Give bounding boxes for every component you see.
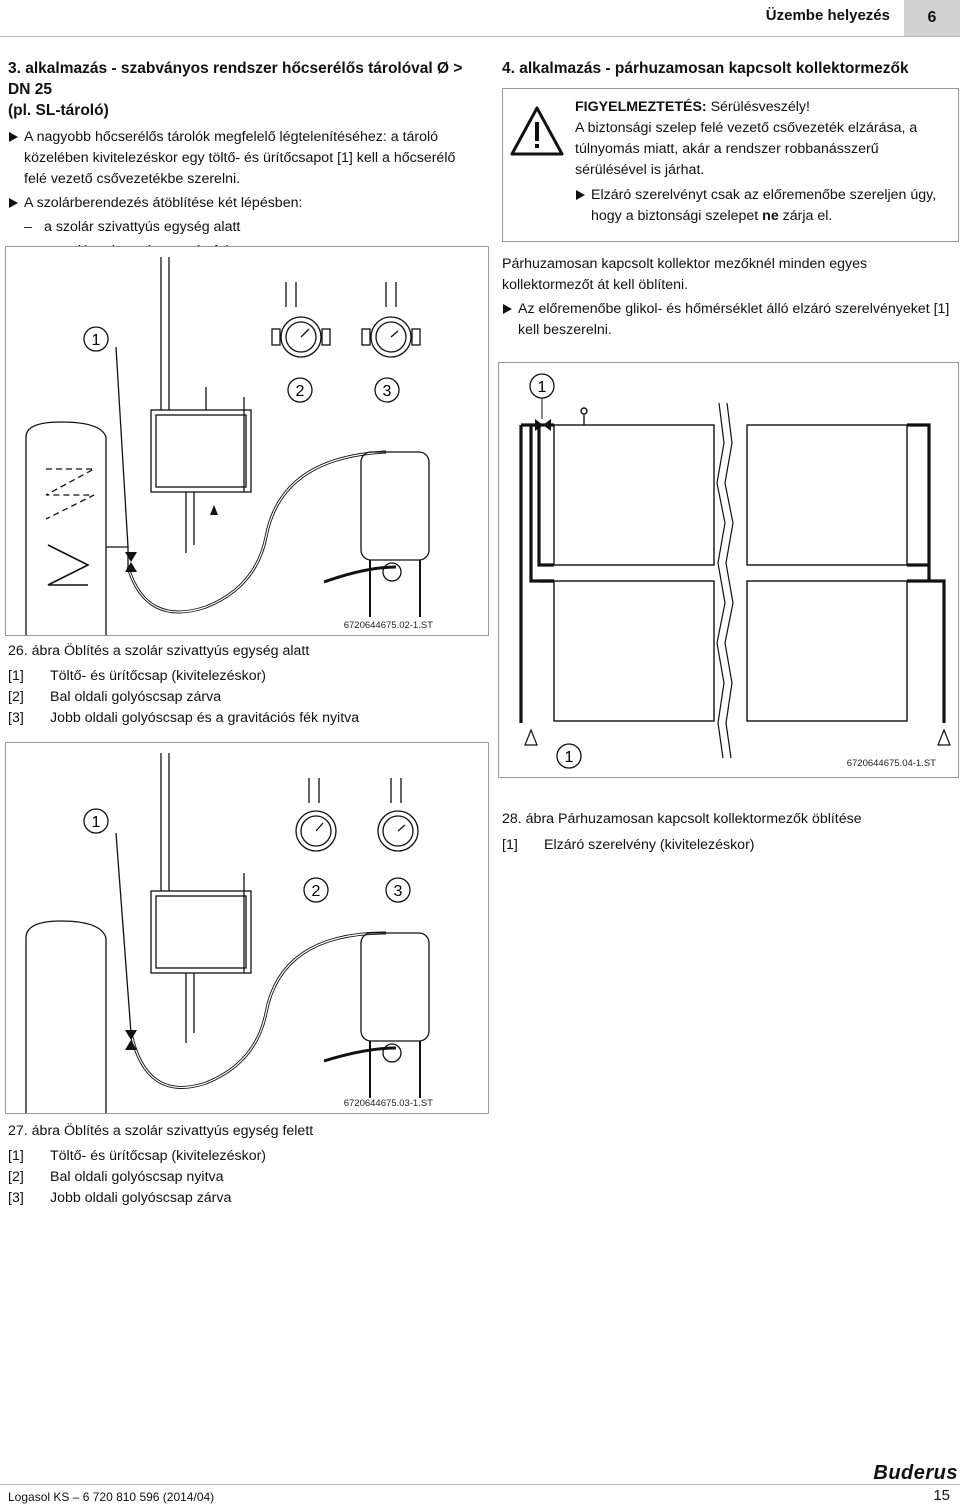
callout-bottom-circle (556, 743, 582, 769)
figure-27-caption: 27. ábra Öblítés a szolár szivattyús egy… (8, 1121, 313, 1142)
figure-26-title: Öblítés a szolár szivattyús egység alatt (64, 643, 310, 659)
legend-item: [2]Bal oldali golyóscsap zárva (8, 689, 222, 705)
bullet-deaeration: A nagyobb hőcserélős tárolók megfelelő l… (8, 127, 478, 190)
callout-bottom: 1 (565, 749, 574, 766)
right-body: Párhuzamosan kapcsolt kollektor mezőknél… (502, 254, 957, 341)
callout-2-circle (303, 877, 329, 903)
application-4-heading: 4. alkalmazás - párhuzamosan kapcsolt ko… (502, 60, 909, 77)
parallel-collector-fields-diagram: 1 1 (519, 373, 951, 769)
figure-26: 1 2 3 6720644675.02-1.ST (5, 246, 489, 636)
callout-3-circle (374, 377, 400, 403)
callout-3: 3 (394, 883, 403, 900)
figure-28: 1 1 6720644675.04-1.ST (498, 362, 959, 778)
callout-1: 1 (92, 332, 101, 349)
figure-26-legend: [1]Töltő- és ürítőcsap (kivitelezéskor) … (8, 666, 478, 729)
application-3-heading: 3. alkalmazás - szabványos rendszer hőcs… (8, 60, 463, 119)
legend-item: [2]Bal oldali golyóscsap nyitva (8, 1169, 224, 1185)
legend-item: [1]Elzáró szerelvény (kivitelezéskor) (502, 837, 755, 853)
figure-28-title: Párhuzamosan kapcsolt kollektormezők öbl… (558, 811, 862, 827)
legend-item: [1]Töltő- és ürítőcsap (kivitelezéskor) (8, 668, 267, 684)
buderus-logo: Buderus (873, 1462, 958, 1484)
figure-28-code: 6720644675.04-1.ST (846, 758, 936, 769)
callout-1: 1 (92, 814, 101, 831)
chapter-number-box: 6 (904, 0, 960, 36)
figure-27-number: 27. ábra (8, 1123, 61, 1139)
dash-below-pump: a szolár szivattyús egység alatt (8, 217, 478, 238)
bullet-shutoff-valves: Az előremenőbe glikol- és hőmérséklet ál… (502, 299, 957, 341)
callout-2: 2 (312, 883, 321, 900)
figure-28-caption: 28. ábra Párhuzamosan kapcsolt kollektor… (502, 809, 862, 830)
figure-27-legend: [1]Töltő- és ürítőcsap (kivitelezéskor) … (8, 1146, 478, 1209)
callout-2-circle (287, 377, 313, 403)
figure-26-code: 6720644675.02-1.ST (343, 620, 433, 631)
flush-above-pump-diagram: 1 2 3 (25, 753, 430, 1113)
bullet-flush-two-steps: A szolárberendezés átöblítése két lépésb… (8, 193, 478, 214)
callout-1-circle (83, 326, 109, 352)
callout-top: 1 (538, 379, 547, 396)
parallel-fields-paragraph: Párhuzamosan kapcsolt kollektor mezőknél… (502, 256, 868, 293)
warning-bullet: Elzáró szerelvényt csak az előremenőbe s… (575, 185, 950, 227)
warning-text: A biztonsági szelep felé vezető csővezet… (575, 120, 918, 178)
legend-item: [1]Töltő- és ürítőcsap (kivitelezéskor) (8, 1148, 267, 1164)
legend-item: [3]Jobb oldali golyóscsap és a gravitáci… (8, 710, 360, 726)
footer-rule (0, 1484, 960, 1485)
figure-28-number: 28. ábra (502, 811, 555, 827)
figure-26-number: 26. ábra (8, 643, 61, 659)
figure-27-code: 6720644675.03-1.ST (343, 1098, 433, 1109)
flush-below-pump-diagram: 1 2 3 (25, 257, 430, 635)
callout-3-circle (385, 877, 411, 903)
callout-1-circle (83, 808, 109, 834)
figure-27: 1 2 3 6720644675.03-1.ST (5, 742, 489, 1114)
page-number: 15 (933, 1487, 950, 1504)
left-intro: 3. alkalmazás - szabványos rendszer hőcs… (8, 58, 478, 262)
warning-triangle-icon (510, 106, 564, 156)
legend-item: [3]Jobb oldali golyóscsap zárva (8, 1190, 232, 1206)
callout-2: 2 (296, 383, 305, 400)
figure-26-caption: 26. ábra Öblítés a szolár szivattyús egy… (8, 641, 309, 662)
warning-title: FIGYELMEZTETÉS: Sérülésveszély! (575, 99, 810, 115)
header-rule (0, 36, 960, 37)
callout-3: 3 (383, 383, 392, 400)
warning-box: FIGYELMEZTETÉS: Sérülésveszély! A bizton… (502, 88, 959, 242)
section-title: Üzembe helyezés (765, 7, 890, 24)
figure-27-title: Öblítés a szolár szivattyús egység felet… (64, 1123, 314, 1139)
document-reference: Logasol KS – 6 720 810 596 (2014/04) (8, 1490, 215, 1504)
figure-28-legend: [1]Elzáró szerelvény (kivitelezéskor) (502, 835, 952, 856)
